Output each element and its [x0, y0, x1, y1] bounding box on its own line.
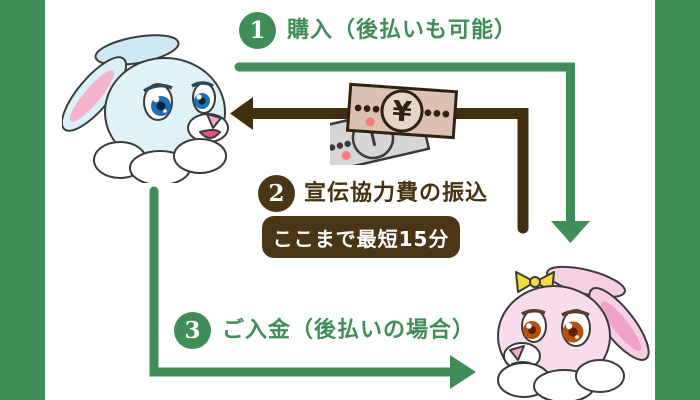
pink-rabbit-inner-ear: [601, 301, 641, 351]
step-2-label: 宣伝協力費の振込: [304, 181, 489, 206]
blue-rabbit-eyes: [143, 81, 216, 121]
step-3-number-badge: 3: [174, 312, 211, 349]
step-2-number-badge: 2: [258, 175, 295, 212]
pink-rabbit-eyes: [521, 309, 591, 347]
yen-symbol: ¥: [391, 94, 413, 128]
pink-rabbit-nose: [509, 345, 525, 361]
blue-rabbit-illustration: [62, 34, 229, 183]
step-1-label: 購入（後払いも可能）: [287, 18, 518, 43]
blue-rabbit-chest-fluff: [93, 138, 227, 183]
step-3-label: ご入金（後払いの場合）: [222, 318, 476, 343]
blue-rabbit-mouth: [199, 129, 221, 139]
banknote-front: ¥: [345, 82, 459, 140]
left-green-bar: [0, 0, 45, 400]
pink-rabbit-illustration: [497, 265, 650, 400]
time-note-badge: ここまで最短15分: [262, 216, 460, 258]
arrow-step3-right: [149, 186, 476, 389]
arrow-step1-down: [234, 62, 590, 243]
yen-banknotes-icon: ¥: [330, 82, 459, 165]
step-1-number-badge: 1: [239, 12, 276, 49]
pink-rabbit-chest-fluff: [497, 359, 625, 400]
blue-rabbit-inner-ear: [69, 70, 115, 122]
arrow-step2-left: [230, 97, 529, 234]
right-green-bar: [655, 0, 700, 400]
blue-rabbit-nose: [206, 113, 222, 129]
